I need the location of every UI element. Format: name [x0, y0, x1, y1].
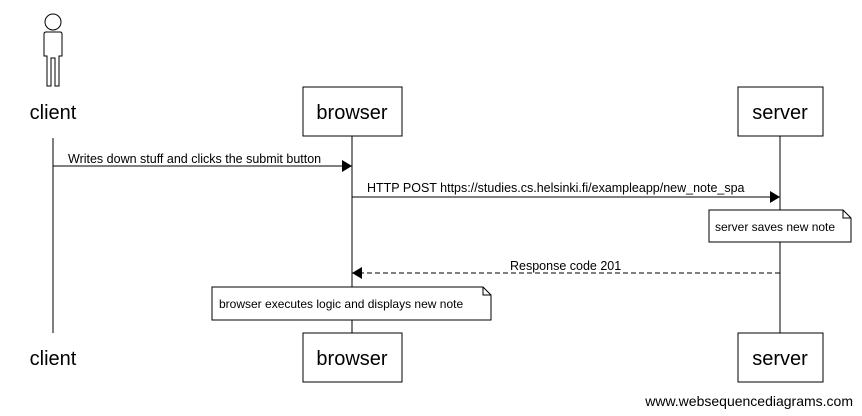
participant-server-bottom-box — [737, 332, 824, 383]
participant-browser-top: browser — [316, 102, 387, 124]
message-label-2: HTTP POST https://studies.cs.helsinki.fi… — [367, 181, 745, 195]
browser-note-text: browser executes logic and displays new … — [219, 297, 463, 311]
participant-server-top: server — [752, 102, 808, 124]
participant-client-bottom: client — [30, 348, 77, 370]
server-note-box — [708, 209, 852, 243]
message-label-3: Response code 201 — [510, 259, 621, 273]
server-note-text: server saves new note — [715, 220, 835, 234]
participant-browser-bottom-box — [302, 332, 403, 383]
server-note-fold — [842, 210, 851, 219]
participant-server-bottom: server — [752, 348, 808, 370]
participant-browser-top-box — [302, 86, 403, 137]
participant-client-top: client — [30, 102, 77, 124]
browser-note-box — [211, 286, 492, 321]
browser-note-fold — [482, 287, 491, 296]
watermark-link[interactable]: www.websequencediagrams.com — [644, 393, 853, 409]
message-label-1: Writes down stuff and clicks the submit … — [68, 152, 321, 166]
person-icon — [43, 13, 63, 87]
participant-server-top-box — [737, 86, 824, 137]
participant-browser-bottom: browser — [316, 348, 387, 370]
